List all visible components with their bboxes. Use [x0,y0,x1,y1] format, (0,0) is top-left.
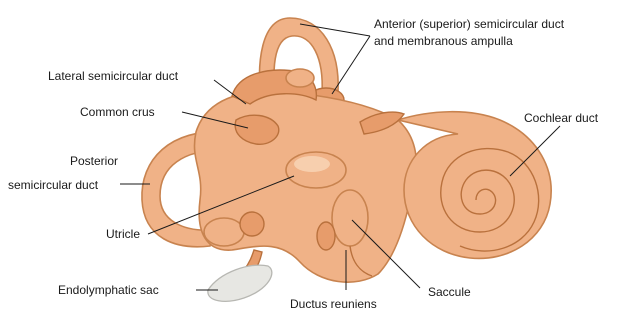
label-anterior-line1: Anterior (superior) semicircular duct [374,17,565,31]
label-saccule: Saccule [428,285,471,299]
label-utricle: Utricle [106,227,140,241]
label-ductus: Ductus reuniens [290,297,377,311]
posterior-ampulla-lower [240,212,264,236]
label-lateral: Lateral semicircular duct [48,69,179,83]
label-anterior-line2: and membranous ampulla [374,34,513,48]
label-cochlear: Cochlear duct [524,111,599,125]
leader-anterior-ampulla [332,36,370,94]
small-sac-shape [317,222,335,250]
label-endolymphatic: Endolymphatic sac [58,283,159,297]
label-posterior-line1: Posterior [70,154,118,168]
posterior-ampulla-shape [204,218,244,246]
utricle-highlight [294,156,330,172]
label-posterior-line2: semicircular duct [8,178,99,192]
membranous-labyrinth-artwork [142,18,551,301]
endolymphatic-sac-shape [208,265,272,301]
label-common-crus: Common crus [80,105,155,119]
cochlear-duct-shape [398,112,551,259]
lateral-ampulla-shape [286,69,314,87]
saccule-shape [332,190,368,246]
